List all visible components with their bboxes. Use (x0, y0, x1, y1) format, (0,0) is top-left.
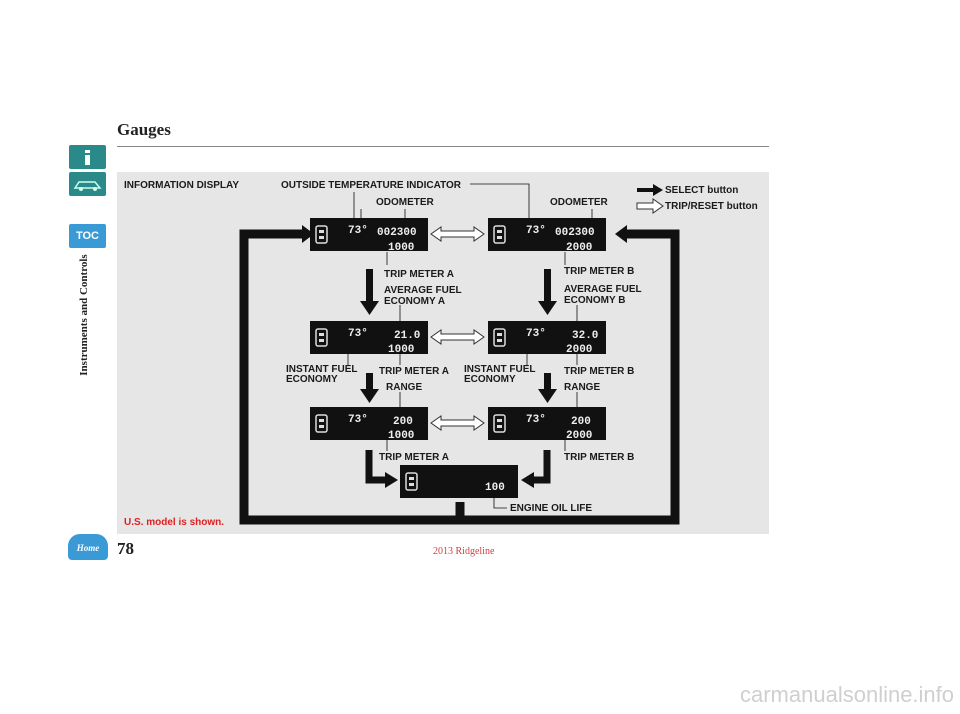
readout-mpg-3: 21.0 (394, 330, 420, 342)
title-rule (117, 146, 769, 147)
readout-temp-4: 73° (526, 328, 546, 340)
trip-reset-arrow-3 (430, 415, 485, 431)
select-arrow-5 (385, 472, 398, 488)
footer-watermark: carmanualsonline.info (740, 682, 955, 707)
label-trip-a-3: TRIP METER A (379, 452, 450, 463)
select-arrow-1 (360, 301, 379, 315)
loop-arrowhead-left (302, 225, 314, 243)
label-odometer-left: ODOMETER (376, 197, 434, 208)
page-number: 78 (117, 539, 134, 558)
legend-trip-reset-label: TRIP/RESET button (665, 201, 758, 212)
label-avg-fuel-a-2: ECONOMY A (384, 296, 446, 307)
label-trip-b-3: TRIP METER B (564, 452, 635, 463)
label-range-left: RANGE (386, 382, 423, 393)
label-information-display: INFORMATION DISPLAY (124, 180, 240, 191)
label-outside-temperature: OUTSIDE TEMPERATURE INDICATOR (281, 180, 462, 191)
readout-trip-3: 1000 (388, 344, 414, 356)
leader-outside-right (470, 183, 530, 222)
trip-reset-arrow-1 (430, 226, 485, 242)
readout-trip-4: 2000 (566, 344, 592, 356)
legend-trip-arrow (636, 198, 664, 214)
readout-oil-7: 100 (485, 482, 505, 494)
label-avg-fuel-b-2: ECONOMY B (564, 295, 626, 306)
readout-range-5: 200 (393, 416, 413, 428)
home-button[interactable]: Home (68, 534, 108, 560)
readout-odo-2: 002300 (555, 227, 595, 239)
readout-temp-6: 73° (526, 414, 546, 426)
label-avg-fuel-a-1: AVERAGE FUEL (384, 285, 462, 296)
readout-trip-5: 1000 (388, 430, 414, 442)
readout-trip-1: 1000 (388, 242, 414, 254)
trip-reset-arrow-2 (430, 329, 485, 345)
toc-button[interactable]: TOC (69, 224, 106, 248)
select-arrow-3 (360, 389, 379, 403)
legend-select-label: SELECT button (665, 185, 739, 196)
label-trip-b-1: TRIP METER B (564, 266, 635, 277)
label-odometer-right: ODOMETER (550, 197, 608, 208)
label-trip-a-1: TRIP METER A (384, 269, 455, 280)
vehicle-icon[interactable] (69, 172, 106, 196)
select-arrow-6 (521, 472, 534, 488)
readout-temp-2: 73° (526, 225, 546, 237)
label-instant-right-2: ECONOMY (464, 374, 516, 385)
loop-track (239, 229, 465, 525)
readout-trip-6: 2000 (566, 430, 592, 442)
diagram-graphics: 73° 002300 1000 73° 002300 2000 73° 21.0… (239, 183, 680, 525)
model-name: 2013 Ridgeline (433, 546, 495, 557)
label-trip-b-2: TRIP METER B (564, 366, 635, 377)
select-arrow-2 (538, 301, 557, 315)
readout-odo-1: 002300 (377, 227, 417, 239)
select-arrow-4 (538, 389, 557, 403)
label-instant-left-1: INSTANT FUEL (286, 364, 358, 375)
label-trip-a-2: TRIP METER A (379, 366, 450, 377)
loop-track-right (460, 229, 680, 525)
page-title: Gauges (117, 120, 171, 139)
legend-select-arrow (637, 184, 663, 196)
readout-temp-1: 73° (348, 225, 368, 237)
label-engine-oil-life: ENGINE OIL LIFE (510, 503, 593, 514)
readout-mpg-4: 32.0 (572, 330, 598, 342)
readout-range-6: 200 (571, 416, 591, 428)
label-instant-left-2: ECONOMY (286, 374, 338, 385)
side-section-label: Instruments and Controls (78, 254, 90, 376)
readout-trip-2: 2000 (566, 242, 592, 254)
us-model-note: U.S. model is shown. (124, 517, 225, 528)
readout-temp-3: 73° (348, 328, 368, 340)
readout-temp-5: 73° (348, 414, 368, 426)
info-icon[interactable] (69, 145, 106, 169)
loop-arrowhead-right (615, 225, 627, 243)
label-avg-fuel-b-1: AVERAGE FUEL (564, 284, 642, 295)
diagram-panel: 73° 002300 1000 73° 002300 2000 73° 21.0… (117, 172, 769, 534)
label-instant-right-1: INSTANT FUEL (464, 364, 536, 375)
label-range-right: RANGE (564, 382, 601, 393)
